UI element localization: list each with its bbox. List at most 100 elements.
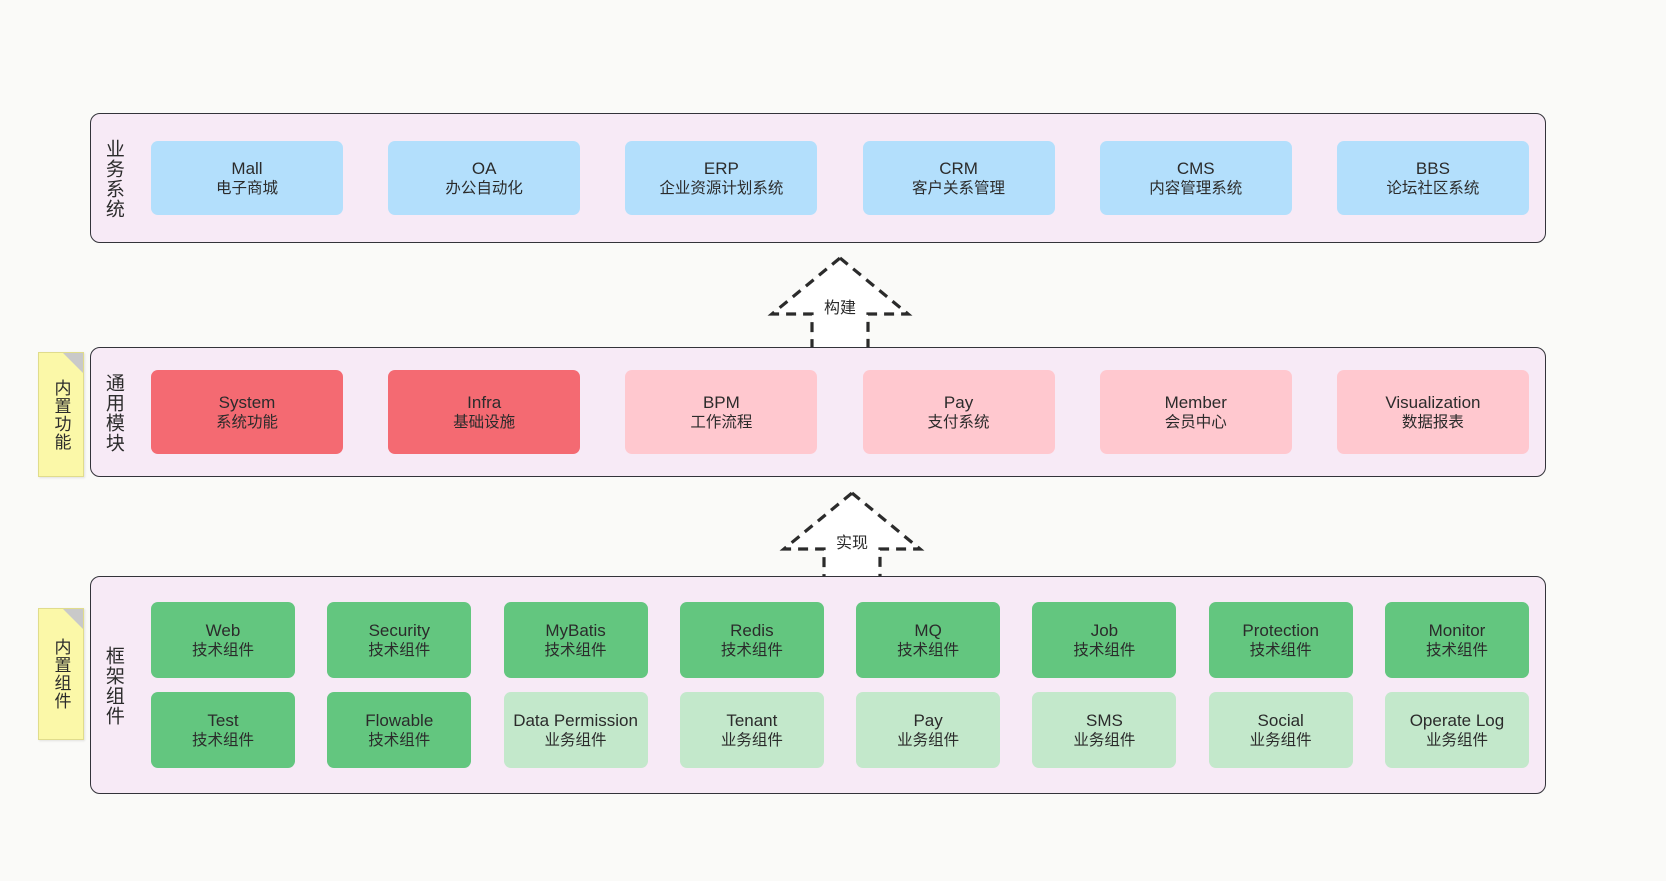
node-subtitle: 技术组件 (720, 641, 783, 659)
node-subtitle: 会员中心 (1164, 413, 1227, 431)
note-builtin-component: 内置组件 (38, 608, 84, 740)
layer-modules-title: 通用模块 (102, 373, 124, 453)
node-title: OA (471, 158, 497, 178)
node-title: Pay (943, 392, 974, 412)
node-subtitle: 客户关系管理 (912, 179, 1006, 197)
node-title: Data Permission (513, 710, 638, 730)
node-title: Protection (1242, 620, 1319, 640)
node-subtitle: 技术组件 (368, 641, 431, 659)
node-subtitle: 论坛社区系统 (1386, 179, 1480, 197)
node-subtitle: 技术组件 (191, 641, 254, 659)
node-subtitle: 技术组件 (544, 641, 607, 659)
note-builtin-function-label: 内置功能 (51, 378, 71, 451)
node-subtitle: 技术组件 (1073, 641, 1136, 659)
node-title: Job (1090, 620, 1119, 640)
connector-implement-label: 实现 (835, 535, 869, 553)
node-subtitle: 业务组件 (1425, 731, 1488, 749)
node-title: Pay (913, 710, 943, 730)
node-subtitle: 业务组件 (1073, 731, 1136, 749)
node-title: Operate Log (1409, 710, 1505, 730)
node-subtitle: 技术组件 (897, 641, 960, 659)
node-subtitle: 技术组件 (1425, 641, 1488, 659)
layer-business-title: 业务系统 (102, 139, 124, 219)
node-subtitle: 系统功能 (215, 413, 278, 431)
layer-framework-title: 框架组件 (102, 646, 124, 726)
node-title: Infra (467, 392, 502, 412)
node-subtitle: 业务组件 (897, 731, 960, 749)
node-subtitle: 技术组件 (368, 731, 431, 749)
note-fold-corner (63, 353, 83, 373)
node-subtitle: 电子商城 (215, 179, 278, 197)
node-title: Redis (730, 620, 774, 640)
node-title: Mall (231, 158, 263, 178)
connector-build-label: 构建 (823, 300, 857, 318)
node-subtitle: 业务组件 (544, 731, 607, 749)
node-title: Flowable (365, 710, 434, 730)
node-subtitle: 业务组件 (720, 731, 783, 749)
node-title: SMS (1085, 710, 1123, 730)
node-subtitle: 技术组件 (191, 731, 254, 749)
node-title: MyBatis (545, 620, 606, 640)
node-title: CMS (1176, 158, 1215, 178)
node-title: Security (368, 620, 430, 640)
node-subtitle: 企业资源计划系统 (659, 179, 784, 197)
node-subtitle: 业务组件 (1249, 731, 1312, 749)
node-subtitle: 数据报表 (1401, 413, 1464, 431)
node-title: MQ (914, 620, 942, 640)
node-subtitle: 支付系统 (927, 413, 990, 431)
note-builtin-component-label: 内置组件 (51, 638, 71, 710)
node-title: Tenant (726, 710, 778, 730)
node-subtitle: 技术组件 (1249, 641, 1312, 659)
node-title: System (218, 392, 276, 412)
node-subtitle: 办公自动化 (445, 179, 523, 197)
node-title: Member (1164, 392, 1227, 412)
node-title: Monitor (1428, 620, 1486, 640)
node-subtitle: 工作流程 (690, 413, 753, 431)
note-fold-corner (63, 609, 83, 629)
node-title: BPM (702, 392, 740, 412)
node-title: ERP (703, 158, 739, 178)
node-title: CRM (939, 158, 978, 178)
node-title: BBS (1415, 158, 1450, 178)
connector-build: 构建 (760, 252, 920, 356)
